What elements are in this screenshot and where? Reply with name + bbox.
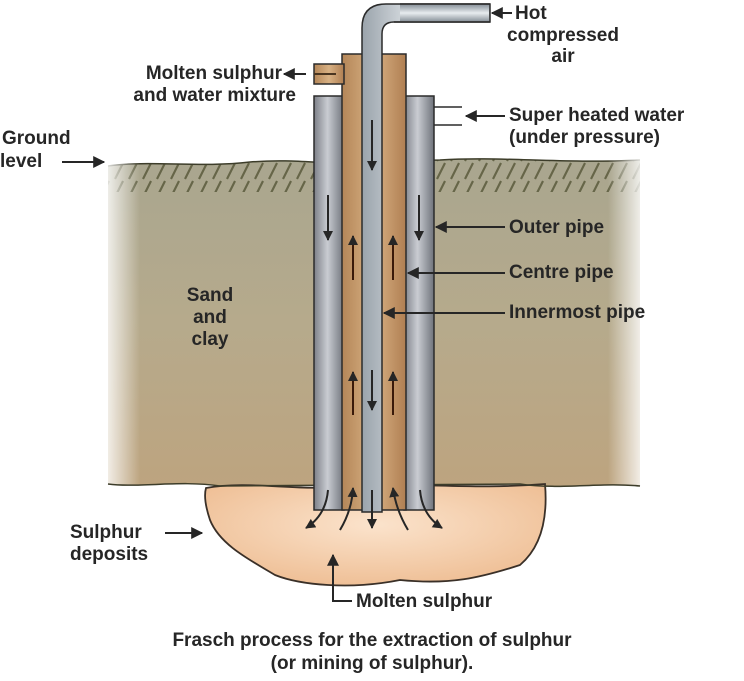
label-sand-line2: and xyxy=(193,307,227,328)
caption-title: Frasch process for the extraction of sul… xyxy=(172,630,572,651)
flow-arrows xyxy=(305,120,443,531)
label-molten-mixture-line2: and water mixture xyxy=(133,85,296,106)
label-sand-line1: Sand xyxy=(186,285,234,306)
label-superheated-water-line2: (under pressure) xyxy=(509,127,660,148)
label-molten-mixture-line1: Molten sulphur xyxy=(145,63,282,84)
label-hot-air-line3: air xyxy=(551,46,575,67)
water-out-arrow xyxy=(305,489,329,529)
water-out-arrow xyxy=(419,489,443,529)
label-hot-air-line2: compressed xyxy=(507,25,619,46)
label-centre-pipe: Centre pipe xyxy=(509,262,614,283)
label-innermost-pipe: Innermost pipe xyxy=(509,302,646,323)
sulphur-in-arrow xyxy=(339,487,358,531)
label-deposits-line2: deposits xyxy=(70,544,149,565)
label-ground-line2: level xyxy=(0,151,43,172)
label-outer-pipe: Outer pipe xyxy=(509,217,605,238)
sulphur-deposit xyxy=(107,482,641,587)
leader-lines xyxy=(62,7,512,602)
label-superheated-water-line1: Super heated water xyxy=(509,105,685,126)
sulphur-in-arrow xyxy=(389,487,409,531)
label-molten-sulphur: Molten sulphur xyxy=(356,591,493,612)
innermost-pipe xyxy=(361,3,491,513)
caption-subtitle: (or mining of sulphur). xyxy=(270,653,474,674)
label-hot-air-line1: Hot xyxy=(515,3,547,24)
label-deposits-line1: Sulphur xyxy=(70,522,142,543)
label-sand-line3: clay xyxy=(191,329,229,350)
label-ground-line1: Ground xyxy=(2,128,71,149)
